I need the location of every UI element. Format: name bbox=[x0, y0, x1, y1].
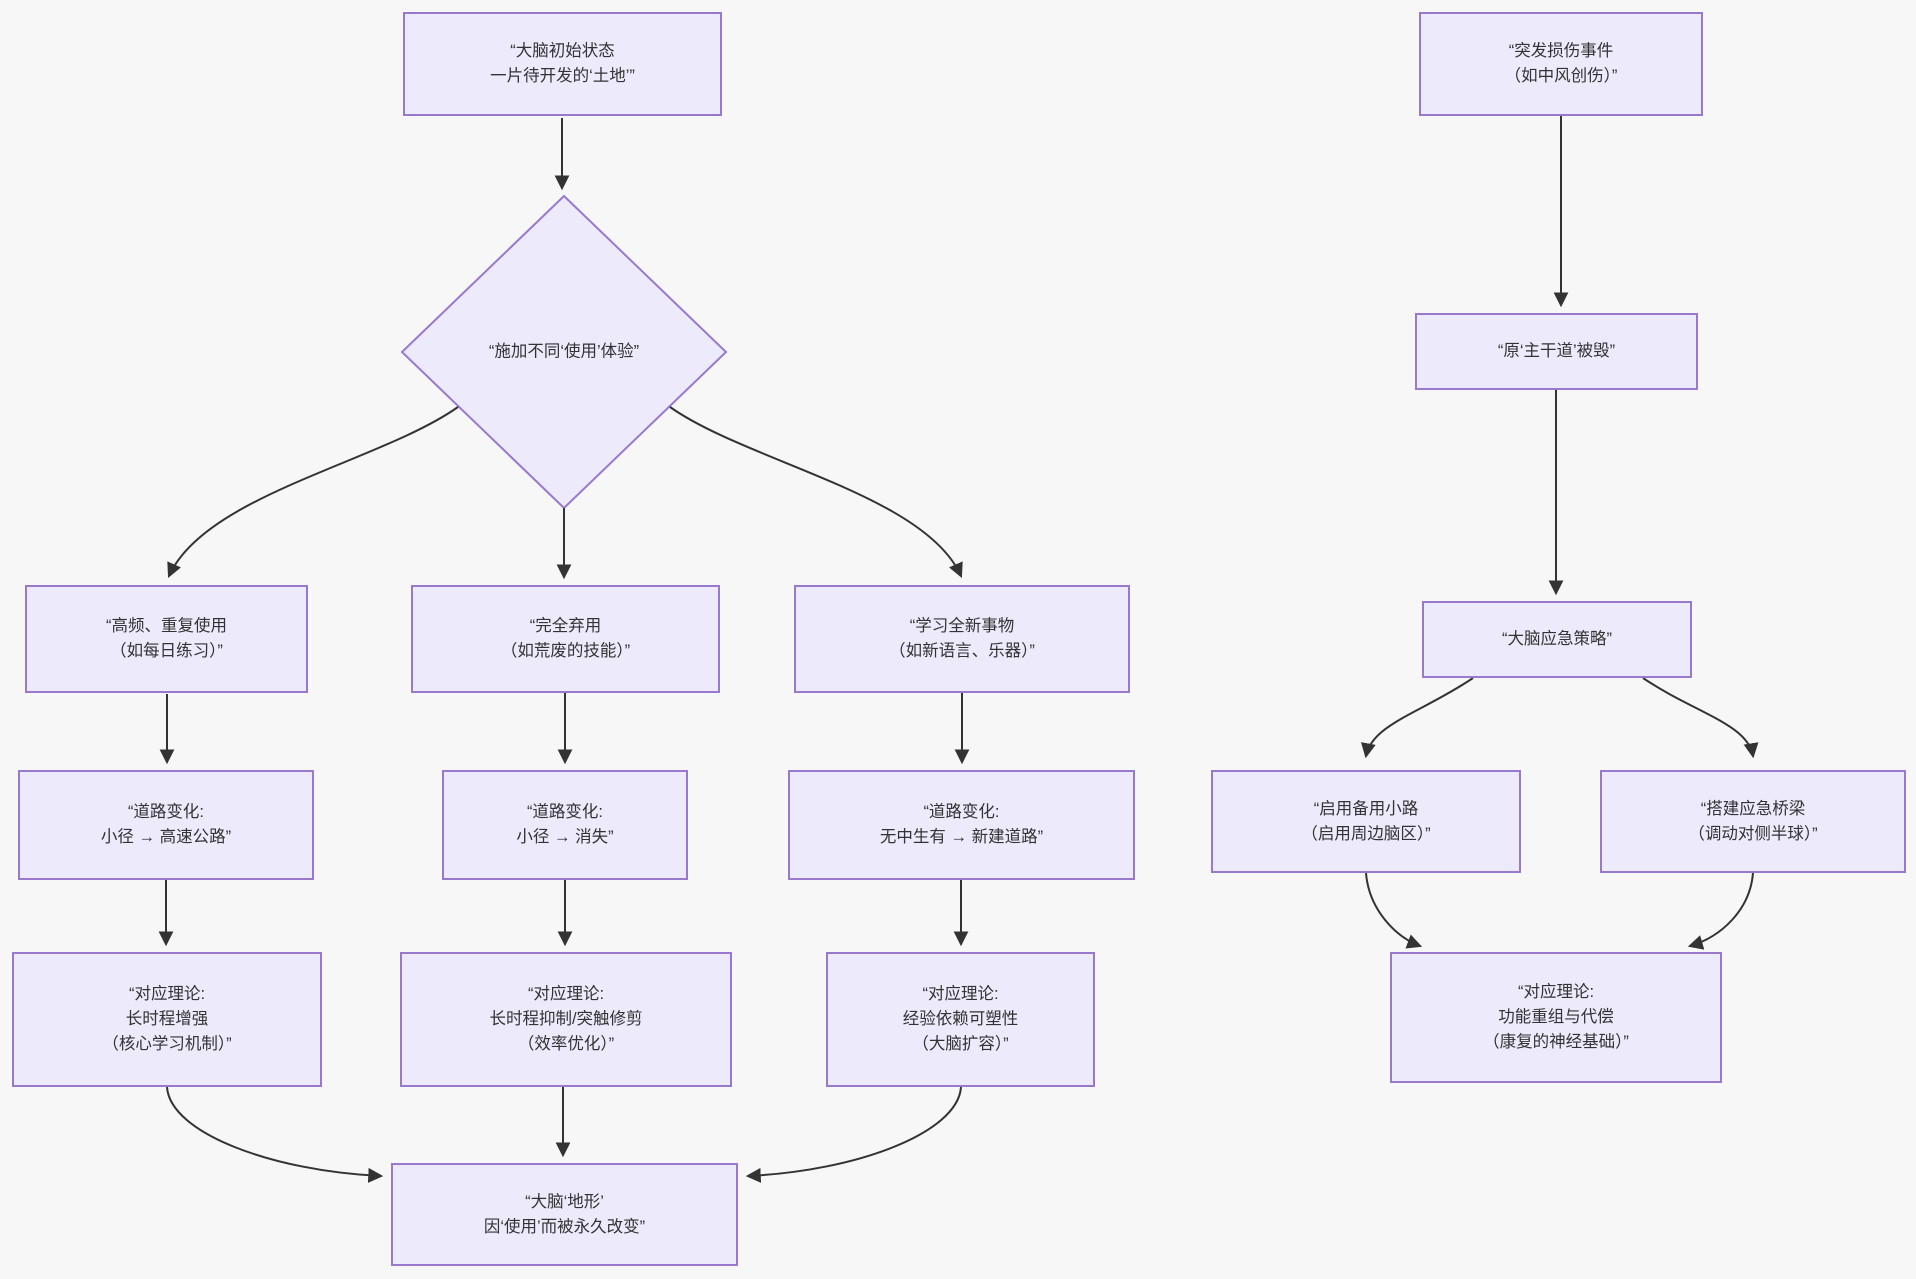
edge-backup-paths-to-theory bbox=[1365, 872, 1423, 949]
node-initial-state: “大脑初始状态 一片待开发的‘土地’” bbox=[403, 12, 722, 116]
edge-strategy-to-backup-paths bbox=[1360, 677, 1474, 759]
node-emergency-bridges: “搭建应急桥梁 （调动对侧半球）” bbox=[1600, 770, 1906, 873]
node-high-frequency-use: “高频、重复使用 （如每日练习）” bbox=[25, 585, 308, 693]
node-road-change-new-road: “道路变化: 无中生有 → 新建道路” bbox=[788, 770, 1135, 880]
node-theory-experience-plasticity: “对应理论: 经验依赖可塑性 （大脑扩容）” bbox=[826, 952, 1095, 1087]
node-theory-reorganization: “对应理论: 功能重组与代偿 （康复的神经基础）” bbox=[1390, 952, 1722, 1083]
node-main-road-destroyed: “原‘主干道’被毁” bbox=[1415, 313, 1698, 390]
node-new-learning: “学习全新事物 （如新语言、乐器）” bbox=[794, 585, 1130, 693]
edge-decision-to-new-learning bbox=[669, 406, 963, 579]
node-complete-disuse: “完全弃用 （如荒废的技能）” bbox=[411, 585, 720, 693]
edge-strategy-to-bridges bbox=[1642, 677, 1759, 759]
edge-decision-to-high-frequency bbox=[167, 406, 459, 579]
edge-bridges-to-theory bbox=[1687, 872, 1754, 950]
edge-theory1-to-outcome bbox=[166, 1086, 384, 1183]
node-decision: “施加不同‘使用’体验” bbox=[488, 342, 640, 361]
edge-theory3-to-outcome bbox=[745, 1086, 962, 1183]
node-backup-paths: “启用备用小路 （启用周边脑区）” bbox=[1211, 770, 1521, 873]
node-road-change-vanish: “道路变化: 小径 → 消失” bbox=[442, 770, 688, 880]
node-theory-ltp: “对应理论: 长时程增强 （核心学习机制）” bbox=[12, 952, 322, 1087]
node-emergency-strategy: “大脑应急策略” bbox=[1422, 601, 1692, 678]
node-theory-ltd-pruning: “对应理论: 长时程抑制/突触修剪 （效率优化）” bbox=[400, 952, 732, 1087]
node-outcome-terrain-changed: “大脑‘地形’ 因‘使用’而被永久改变” bbox=[391, 1163, 738, 1266]
node-injury-event: “突发损伤事件 （如中风创伤）” bbox=[1419, 12, 1703, 116]
node-road-change-highway: “道路变化: 小径 → 高速公路” bbox=[18, 770, 314, 880]
